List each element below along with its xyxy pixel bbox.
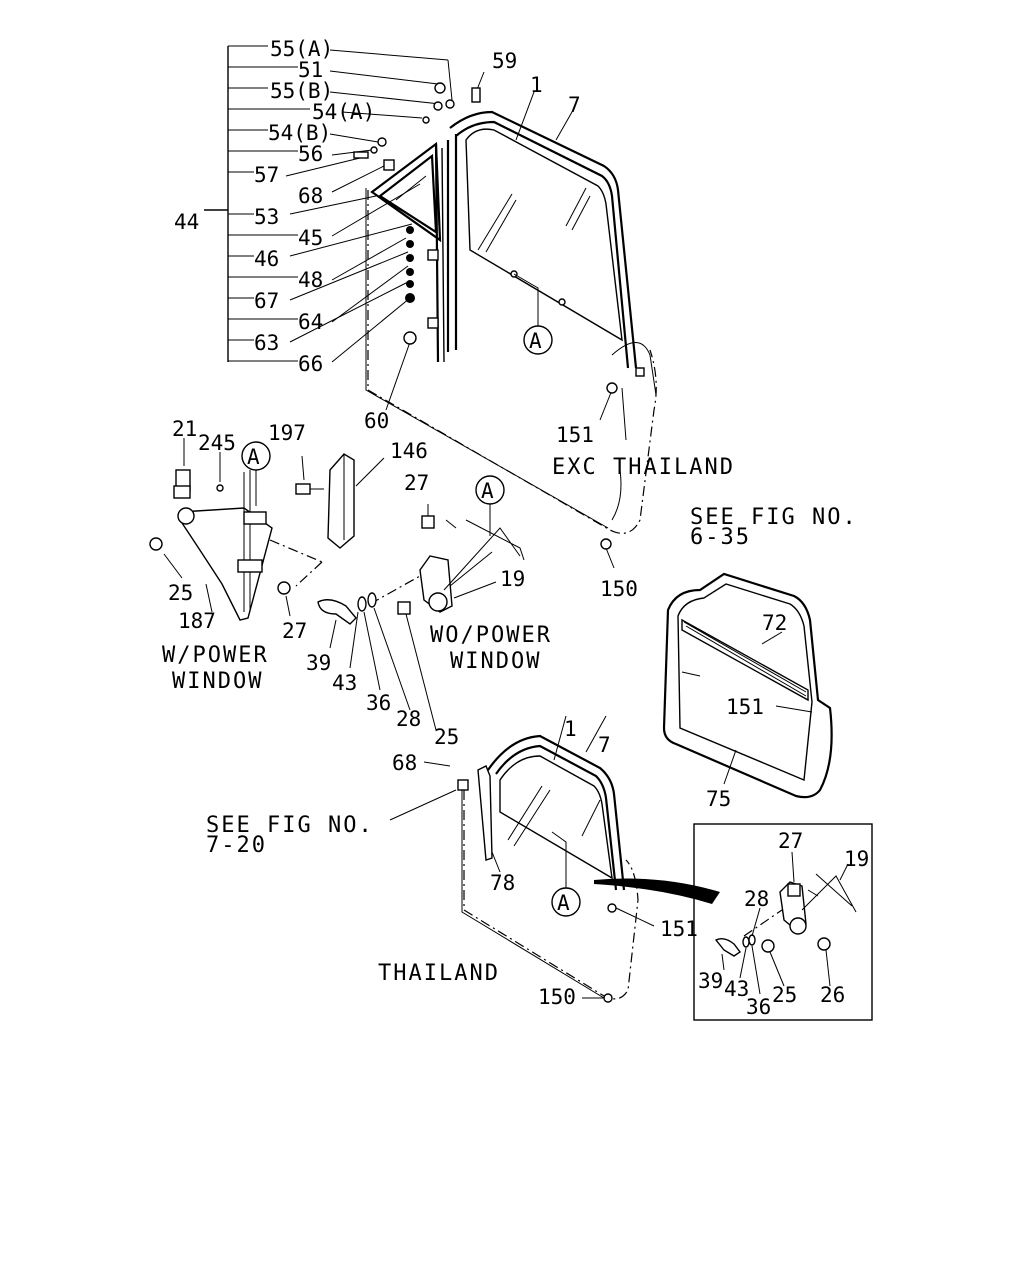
callout-43-detail: 43 (724, 977, 749, 1001)
callout-21: 21 (172, 417, 197, 441)
callout-25-mid: 25 (434, 725, 459, 749)
callout-151-bottom: 151 (660, 917, 698, 941)
callout-27-manual: 27 (404, 471, 429, 495)
callout-43-mid: 43 (332, 671, 357, 695)
callout-46: 46 (254, 247, 279, 271)
glass-run-channel-7 (446, 110, 638, 369)
door-lock-pillar (611, 342, 657, 396)
callout-68: 68 (298, 184, 323, 208)
callout-66: 66 (298, 352, 323, 376)
callout-45: 45 (298, 226, 323, 250)
callout-146: 146 (390, 439, 428, 463)
callout-245: 245 (198, 431, 236, 455)
view-marker-a-thailand-label: A (557, 891, 570, 915)
caption-thailand: THAILAND (378, 961, 500, 986)
callout-51: 51 (298, 58, 323, 82)
power-regulator-body (179, 507, 273, 621)
caption-fig-720: 7-20 (206, 833, 267, 858)
callout-28-detail: 28 (744, 887, 769, 911)
callout-27-power: 27 (282, 619, 307, 643)
caption-fig-635: 6-35 (690, 525, 751, 550)
callout-187: 187 (178, 609, 216, 633)
callout-55b: 55(B) (270, 79, 333, 103)
callout-72: 72 (762, 611, 787, 635)
view-marker-a-top (523, 325, 553, 355)
door-rear-edge (611, 387, 627, 521)
belt-molding-72 (681, 618, 809, 702)
door-assembly-fig-6-35: 72 151 75 SEE FIG NO. 6-35 (662, 505, 858, 811)
callout-19-manual: 19 (500, 567, 525, 591)
callout-25-power: 25 (168, 581, 193, 605)
door-assembly-exc-thailand: A 55(A) 51 55(B) 54(A) 54(B) 56 57 68 53… (174, 37, 735, 601)
callout-59: 59 (492, 49, 517, 73)
door-panel-inner-edge (365, 188, 609, 529)
callout-1-bottom: 1 (564, 717, 577, 741)
callout-36-mid: 36 (366, 691, 391, 715)
callout-48: 48 (298, 268, 323, 292)
callout-64: 64 (298, 310, 323, 334)
vent-hardware (353, 82, 645, 550)
caption-w-power-window: WINDOW (172, 669, 263, 694)
view-marker-a-thailand (551, 887, 581, 917)
regulator-power-window: A 21 245 25 187 27 W/POWER WINDOW (149, 417, 323, 694)
callout-56: 56 (298, 142, 323, 166)
callout-151-top: 151 (556, 423, 594, 447)
callout-63: 63 (254, 331, 279, 355)
callout-150-top: 150 (600, 577, 638, 601)
callout-54b: 54(B) (268, 121, 331, 145)
regulator-detail-box: 27 19 28 39 43 36 25 26 (693, 823, 873, 1021)
callout-1-top: 1 (530, 73, 543, 97)
view-marker-a-power-label: A (247, 445, 260, 469)
door-assembly-thailand: A 68 1 7 78 151 150 SEE FIG NO. 7-20 THA… (206, 715, 720, 1009)
callout-54a: 54(A) (312, 100, 375, 124)
caption-wo-power-window: WINDOW (450, 649, 541, 674)
manual-regulator-body (419, 555, 453, 613)
callout-53: 53 (254, 205, 279, 229)
callout-39-mid: 39 (306, 651, 331, 675)
callout-28-mid: 28 (396, 707, 421, 731)
callout-60: 60 (364, 409, 389, 433)
division-channel-78 (477, 765, 493, 861)
door-glass-thailand (499, 755, 613, 880)
bracket-146: 197 146 (268, 421, 428, 549)
detail-arrow (594, 878, 720, 904)
door-panel-outline-top (367, 190, 657, 534)
callout-19-detail: 19 (844, 847, 869, 871)
caption-see-fig-635: SEE FIG NO. (690, 505, 858, 530)
callout-bracket-44 (204, 45, 310, 362)
callout-7-bottom: 7 (598, 733, 611, 757)
regulator-manual-window: A 27 19 WO/POWER WINDOW (369, 471, 552, 674)
detail-frame (693, 823, 873, 1021)
callout-36-detail: 36 (746, 995, 771, 1019)
callout-57: 57 (254, 163, 279, 187)
callout-75: 75 (706, 787, 731, 811)
callout-197: 197 (268, 421, 306, 445)
callout-151-right: 151 (726, 695, 764, 719)
callout-26-detail: 26 (820, 983, 845, 1007)
caption-w-power: W/POWER (162, 643, 269, 668)
view-marker-a-top-label: A (529, 329, 542, 353)
view-marker-a-manual-label: A (481, 479, 494, 503)
callout-25-detail: 25 (772, 983, 797, 1007)
caption-wo-power: WO/POWER (430, 623, 552, 648)
door-glass-1 (465, 128, 623, 342)
callout-68-bottom: 68 (392, 751, 417, 775)
view-marker-a-power (241, 441, 271, 471)
callout-39-detail: 39 (698, 969, 723, 993)
caption-see-fig-720: SEE FIG NO. (206, 813, 374, 838)
view-marker-a-manual (475, 475, 505, 505)
callout-78: 78 (490, 871, 515, 895)
callout-150-bottom: 150 (538, 985, 576, 1009)
caption-exc-thailand: EXC THAILAND (552, 455, 735, 480)
callout-7-top: 7 (568, 93, 581, 117)
vent-window-frame (370, 141, 442, 243)
callout-44: 44 (174, 210, 199, 234)
callout-27-detail: 27 (778, 829, 803, 853)
callout-67: 67 (254, 289, 279, 313)
callout-55a: 55(A) (270, 37, 333, 61)
leader-lines-top (285, 49, 615, 569)
window-handle-parts: 39 43 36 28 25 (306, 592, 459, 749)
window-handle-39 (317, 599, 357, 625)
